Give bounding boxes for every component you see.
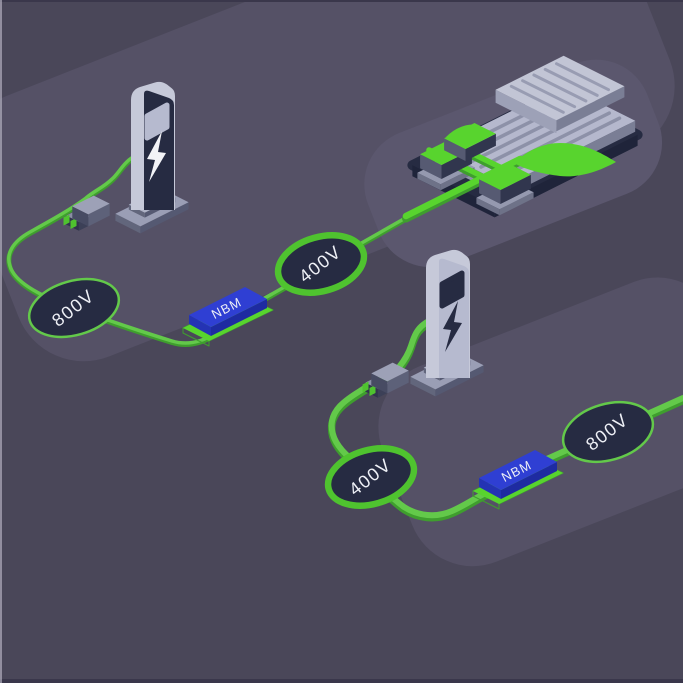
battery-module-2 bbox=[444, 123, 496, 161]
bottom-chain: NBM 400V 800V bbox=[324, 249, 683, 522]
battery-rear-slats bbox=[509, 62, 610, 114]
lightning-bolt-icon bbox=[147, 131, 166, 182]
battery-module-3 bbox=[479, 164, 531, 204]
plug-prong bbox=[362, 381, 369, 393]
lightning-bolt-icon bbox=[443, 301, 462, 352]
plug-prong bbox=[70, 218, 77, 229]
nbm-1-face-right bbox=[211, 299, 267, 336]
left-edge-line bbox=[0, 0, 2, 683]
top-chain: NBM 800V 400V bbox=[6, 55, 643, 348]
road-band-top bbox=[0, 0, 675, 362]
voltage-badge-800v-bottom: 800V bbox=[561, 400, 655, 464]
nbm-module-1: NBM bbox=[182, 287, 274, 347]
nbm-1-face-left bbox=[189, 315, 211, 336]
station-2-screen bbox=[439, 270, 465, 309]
nbm-2-face-left bbox=[479, 478, 501, 499]
voltage-badge-800v-top: 800V bbox=[27, 277, 121, 339]
nbm-2-face-right bbox=[501, 462, 557, 499]
charging-station-1 bbox=[115, 81, 189, 234]
nbm-1-top bbox=[189, 287, 267, 327]
road-band-bottom bbox=[378, 277, 683, 567]
charging-plug-2 bbox=[362, 362, 409, 398]
bottom-edge-line bbox=[0, 679, 683, 683]
wiring-fan-right bbox=[514, 143, 616, 177]
nbm-2-top bbox=[479, 450, 557, 490]
station-1-screen bbox=[144, 102, 170, 141]
charging-station-2 bbox=[410, 249, 484, 397]
battery-rear-skirt bbox=[495, 89, 557, 134]
plug-prong bbox=[369, 385, 376, 396]
ev-battery-pack bbox=[402, 55, 643, 223]
plug-prong bbox=[63, 214, 70, 226]
voltage-badge-400v-bottom: 400V bbox=[324, 445, 418, 509]
top-edge-line bbox=[0, 0, 683, 2]
battery-rear-skirt-right bbox=[556, 86, 625, 132]
nbm-module-2: NBM bbox=[472, 450, 564, 510]
charging-plug-1 bbox=[63, 195, 110, 231]
voltage-badge-400v-top: 400V bbox=[274, 232, 368, 296]
